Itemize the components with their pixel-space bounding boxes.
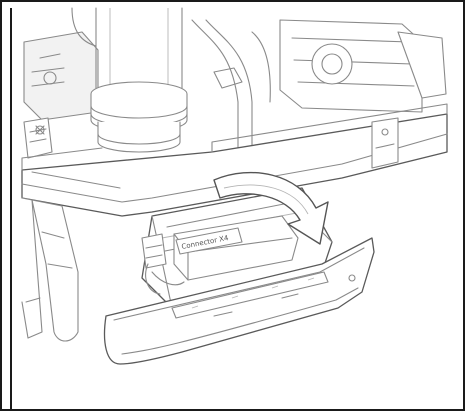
curved-arrow-icon (213, 171, 329, 245)
control-box: Connector X4 (141, 187, 333, 309)
front-cover (103, 237, 375, 365)
flue-column (71, 7, 188, 153)
upper-components (23, 19, 447, 159)
main-tray (21, 103, 448, 217)
left-support (21, 197, 79, 342)
left-border-rule (10, 8, 12, 409)
